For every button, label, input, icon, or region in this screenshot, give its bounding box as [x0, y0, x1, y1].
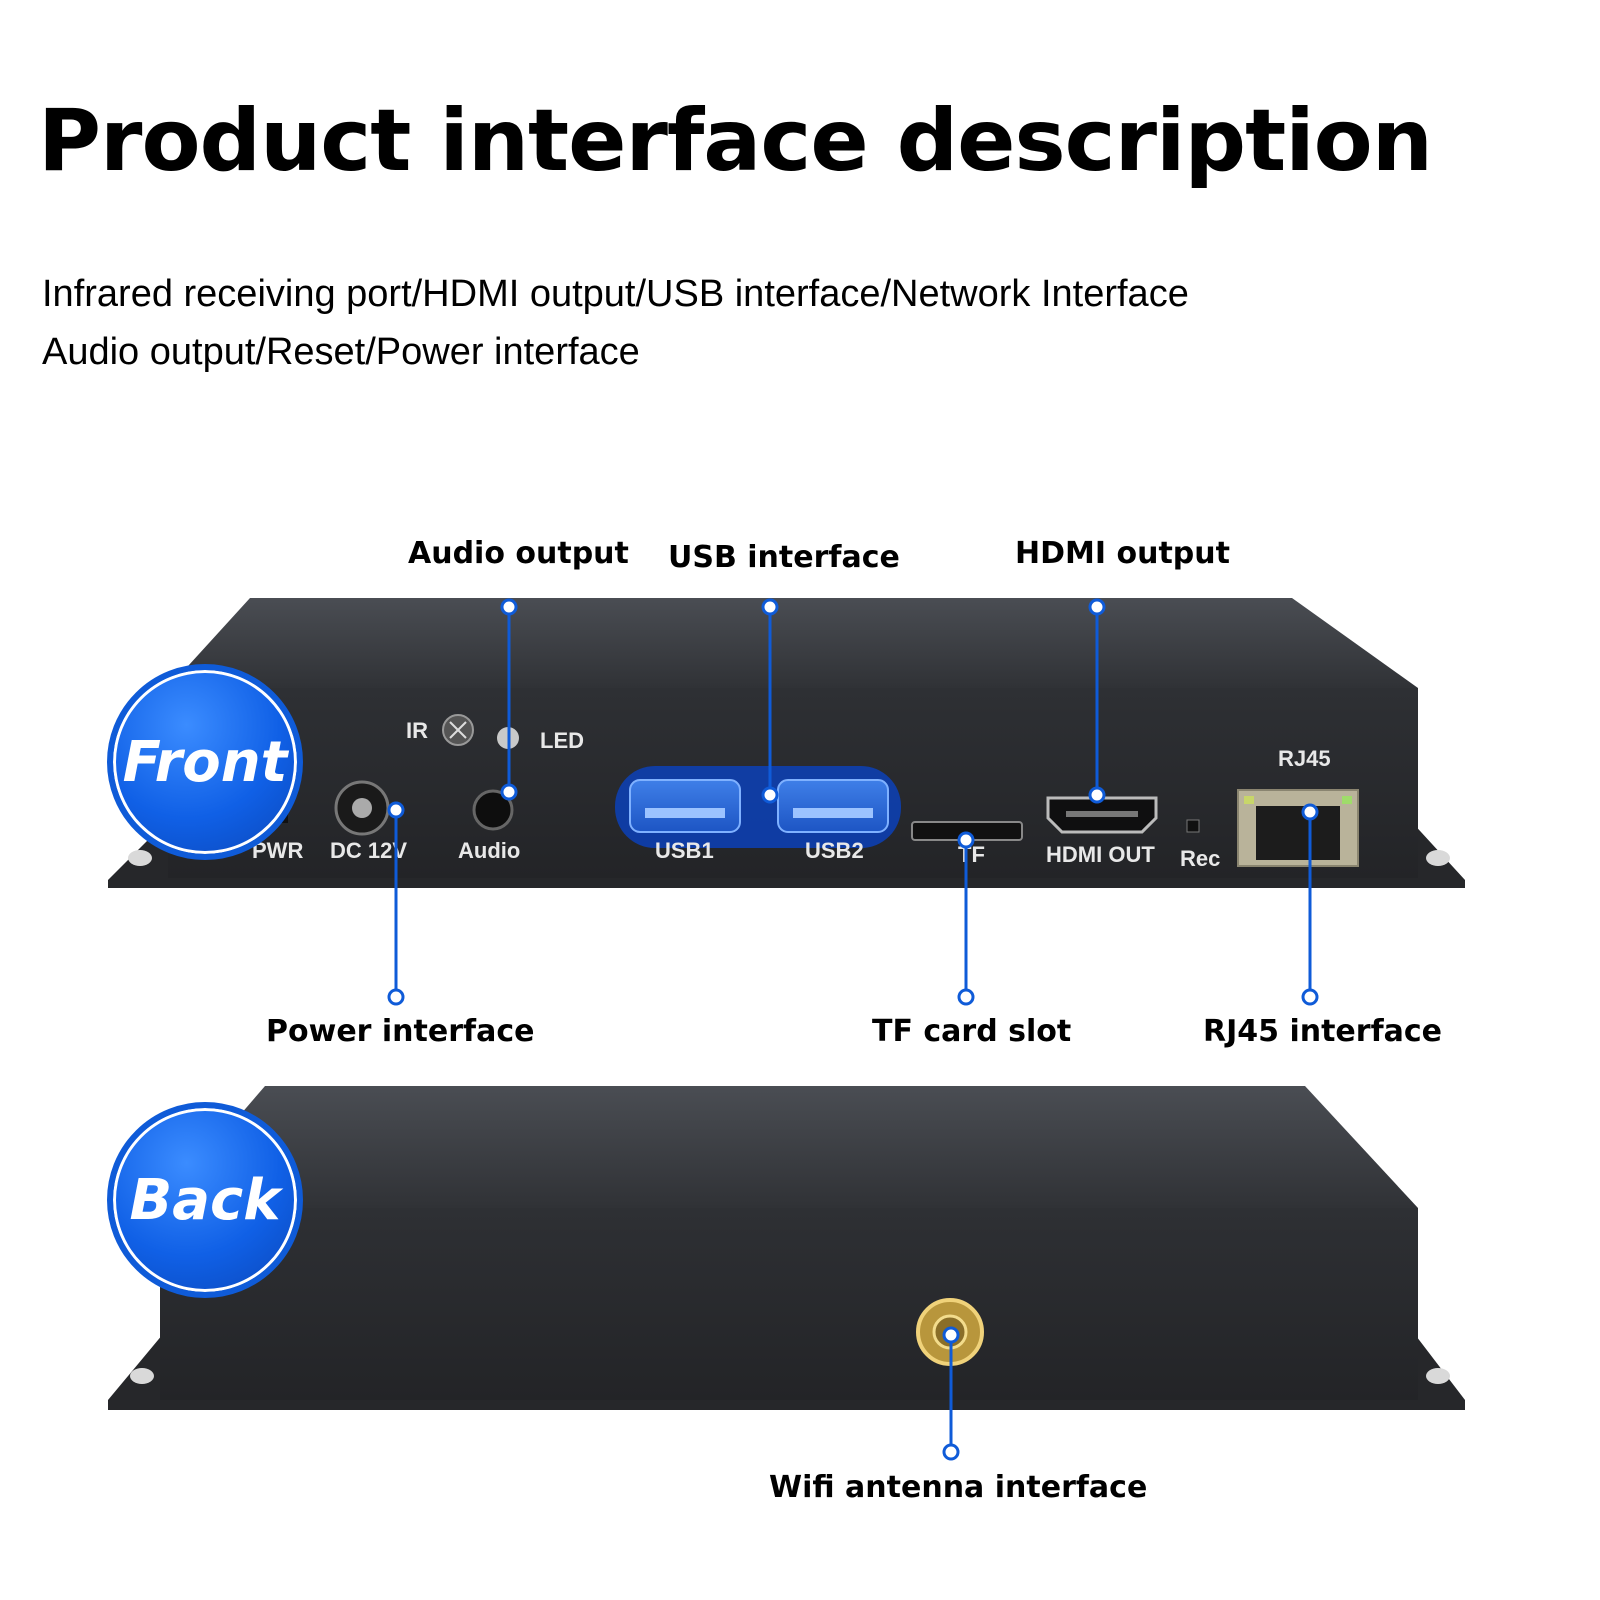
subtitle-line-1: Infrared receiving port/HDMI output/USB …: [42, 273, 1189, 315]
callout-dot-icon: [500, 783, 518, 801]
callout-dot-icon: [957, 831, 975, 849]
callout-rj45-interface: RJ45 interface: [1203, 1014, 1443, 1049]
callout-lines: [387, 598, 1319, 1461]
callout-dot-icon: [942, 1443, 960, 1461]
back-device: [108, 1086, 1465, 1410]
front-top-surface: [168, 598, 1418, 688]
rj45-socket-icon: [1256, 806, 1340, 860]
label-audio: Audio: [458, 838, 520, 863]
callout-wifi-antenna-interface: Wifi antenna interface: [769, 1470, 1148, 1505]
hdmi-pins-icon: [1066, 811, 1138, 817]
callout-dot-icon: [942, 1326, 960, 1344]
callout-dot-icon: [1301, 988, 1319, 1006]
mount-hole-icon: [1426, 850, 1450, 866]
callout-usb-interface: USB interface: [668, 540, 900, 575]
back-badge: Back: [107, 1102, 303, 1298]
callout-dot-icon: [1088, 786, 1106, 804]
callout-dot-icon: [1301, 803, 1319, 821]
label-ir: IR: [406, 718, 428, 743]
rj45-led-left-icon: [1244, 796, 1254, 804]
callout-tf-card-slot: TF card slot: [872, 1014, 1072, 1049]
callout-dot-icon: [761, 786, 779, 804]
mount-hole-icon: [128, 850, 152, 866]
rj45-led-right-icon: [1342, 796, 1352, 804]
callout-dot-icon: [387, 988, 405, 1006]
callout-dot-icon: [500, 598, 518, 616]
subtitle-line-2: Audio output/Reset/Power interface: [42, 331, 640, 373]
label-usb2: USB2: [805, 838, 864, 863]
callout-power-interface: Power interface: [266, 1014, 535, 1049]
label-usb1: USB1: [655, 838, 714, 863]
callout-dot-icon: [387, 801, 405, 819]
usb1-port-icon[interactable]: [629, 779, 741, 833]
label-rj45: RJ45: [1278, 746, 1331, 771]
callout-dot-icon: [957, 988, 975, 1006]
back-top-surface: [160, 1086, 1418, 1208]
callout-hdmi-output: HDMI output: [1015, 536, 1230, 571]
mount-hole-icon: [130, 1368, 154, 1384]
label-hdmi-out: HDMI OUT: [1046, 842, 1155, 867]
ir-sensor-cross: [449, 721, 467, 739]
mount-hole-icon: [1426, 1368, 1450, 1384]
rec-button-icon[interactable]: [1186, 819, 1200, 833]
label-rec: Rec: [1180, 846, 1220, 871]
front-device: IR LED PWR DC 12V Audio USB1 USB2 TF HDM…: [108, 598, 1465, 888]
usb2-port-icon[interactable]: [777, 779, 889, 833]
dc-jack-pin-icon: [352, 798, 372, 818]
page-title: Product interface description: [38, 91, 1433, 191]
front-badge: Front: [107, 664, 303, 860]
usb1-tongue-icon: [645, 808, 725, 818]
back-face: [160, 1208, 1418, 1400]
label-led: LED: [540, 728, 584, 753]
audio-jack-icon[interactable]: [472, 789, 514, 831]
usb2-tongue-icon: [793, 808, 873, 818]
callout-dot-icon: [761, 598, 779, 616]
callout-audio-output: Audio output: [408, 536, 629, 571]
label-dc: DC 12V: [330, 838, 407, 863]
callout-dot-icon: [1088, 598, 1106, 616]
